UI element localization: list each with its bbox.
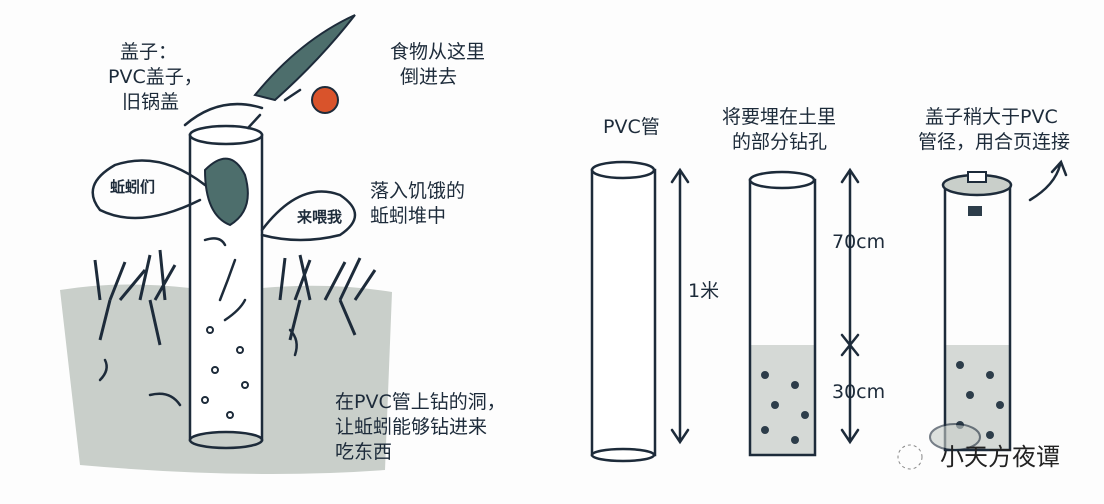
- pipe-label: PVC管: [603, 116, 660, 138]
- drill-label-2: 的部分钻孔: [732, 131, 827, 153]
- worms: [98, 237, 298, 407]
- lid-label-1: 盖子：: [120, 41, 177, 63]
- lid: [183, 102, 264, 127]
- length-label: 1米: [688, 280, 719, 302]
- holes: [201, 326, 249, 419]
- capped-pipe: [943, 183, 1012, 452]
- lower-label: 30cm: [832, 381, 885, 403]
- depth-arrows: [840, 167, 860, 445]
- holes-label-2: 让蚯蚓能够钻进来: [335, 416, 487, 438]
- watermark-logo-icon: [897, 444, 923, 470]
- hinge: [968, 206, 982, 216]
- food-scraps: [203, 157, 249, 227]
- apple: [311, 86, 339, 114]
- worms-bubble: [91, 159, 207, 220]
- holes-label-1: 在PVC管上钻的洞，: [335, 391, 506, 413]
- watermark: 小天方夜谭: [940, 443, 1060, 471]
- curved-arrow-icon: [1028, 159, 1068, 202]
- lid-label-2: PVC盖子，: [108, 66, 203, 88]
- fall-label-1: 落入饥饿的: [370, 180, 465, 202]
- fall-label-2: 蚯蚓堆中: [370, 205, 446, 227]
- cap-label-1: 盖子稍大于PVC: [925, 106, 1058, 128]
- upper-label: 70cm: [832, 231, 885, 253]
- length-arrow: [670, 167, 690, 445]
- food-label-1: 食物从这里: [390, 41, 485, 63]
- plants: [93, 249, 377, 346]
- lid-label-3: 旧锅盖: [122, 91, 179, 113]
- drill-label-1: 将要埋在土里: [722, 106, 836, 128]
- food-label-2: 倒进去: [400, 66, 457, 88]
- leaf: [253, 14, 356, 102]
- holes-label-3: 吃东西: [335, 441, 392, 463]
- feed-bubble: [260, 190, 357, 242]
- drilled-holes: [761, 371, 809, 444]
- cap-label-2: 管径，用合页连接: [918, 131, 1070, 153]
- feed-bubble-text: 来喂我: [296, 208, 342, 226]
- worms-bubble-text: 蚯蚓们: [110, 178, 155, 196]
- plain-pipe: [590, 168, 657, 457]
